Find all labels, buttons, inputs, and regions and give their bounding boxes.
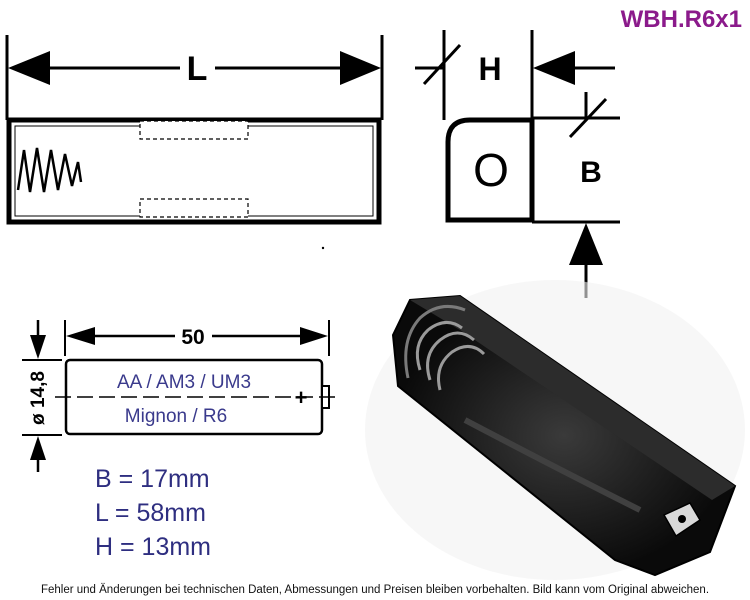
battery-length-label: 50 [181, 326, 204, 349]
battery-type-line2: Mignon / R6 [125, 406, 227, 427]
spec-h: H = 13mm [95, 533, 212, 561]
disclaimer: Fehler und Änderungen bei technischen Da… [40, 584, 710, 596]
product-photo [365, 280, 745, 580]
width-label: B [580, 156, 602, 189]
spring [16, 147, 83, 193]
dimension-specs: B = 17mm L = 58mm H = 13mm [95, 462, 211, 564]
battery-type-line1: AA / AM3 / UM3 [117, 372, 251, 393]
length-label: L [187, 50, 208, 88]
end-view: H O B [415, 30, 620, 298]
battery-drawing: 50 ø 14,8 AA / AM3 / UM3 Mignon / R6 + [22, 320, 338, 472]
height-label: H [478, 51, 501, 87]
model-code: WBH.R6x1 [620, 6, 742, 33]
spring-coil-3 [437, 345, 486, 391]
spring-coil-1 [415, 321, 463, 371]
end-view-mark: O [473, 144, 509, 196]
spec-b: B = 17mm [95, 465, 210, 493]
polarity-plus: + [295, 385, 308, 410]
spring-coil-2 [426, 331, 475, 381]
spec-l: L = 58mm [95, 499, 206, 527]
battery-diameter-label: ø 14,8 [28, 371, 49, 425]
side-view: L [5, 35, 384, 225]
